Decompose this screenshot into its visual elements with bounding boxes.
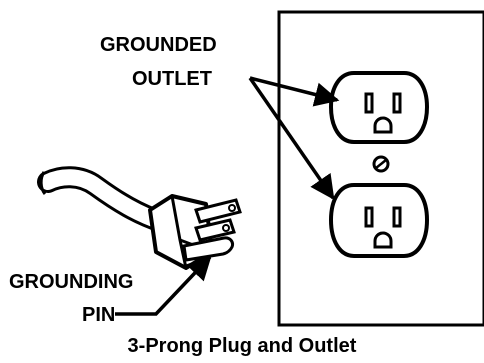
lower-receptacle xyxy=(328,183,430,258)
lower-right-slot xyxy=(392,206,402,228)
grounding-pin-label-line1: GROUNDING xyxy=(9,271,134,293)
lower-ground-hole xyxy=(373,231,393,249)
lower-left-slot xyxy=(364,206,374,228)
upper-right-slot xyxy=(392,92,402,114)
plug-cord xyxy=(37,166,173,233)
grounding-pin-label-line2: PIN xyxy=(82,304,116,326)
grounded-outlet-label-line2: OUTLET xyxy=(132,68,212,90)
grounding-pin xyxy=(182,236,234,262)
arrow-to-lower-outlet xyxy=(248,77,335,201)
plug-prongs xyxy=(182,198,242,262)
upper-ground-hole xyxy=(373,116,393,134)
arrow-to-grounding-pin xyxy=(115,255,212,316)
grounded-outlet-label-line1: GROUNDED xyxy=(100,34,217,56)
diagram-caption: 3-Prong Plug and Outlet xyxy=(127,335,357,357)
mounting-screw-icon xyxy=(372,155,390,173)
arrow-to-upper-outlet xyxy=(249,76,340,107)
upper-left-slot xyxy=(364,92,374,114)
upper-receptacle xyxy=(328,71,430,144)
